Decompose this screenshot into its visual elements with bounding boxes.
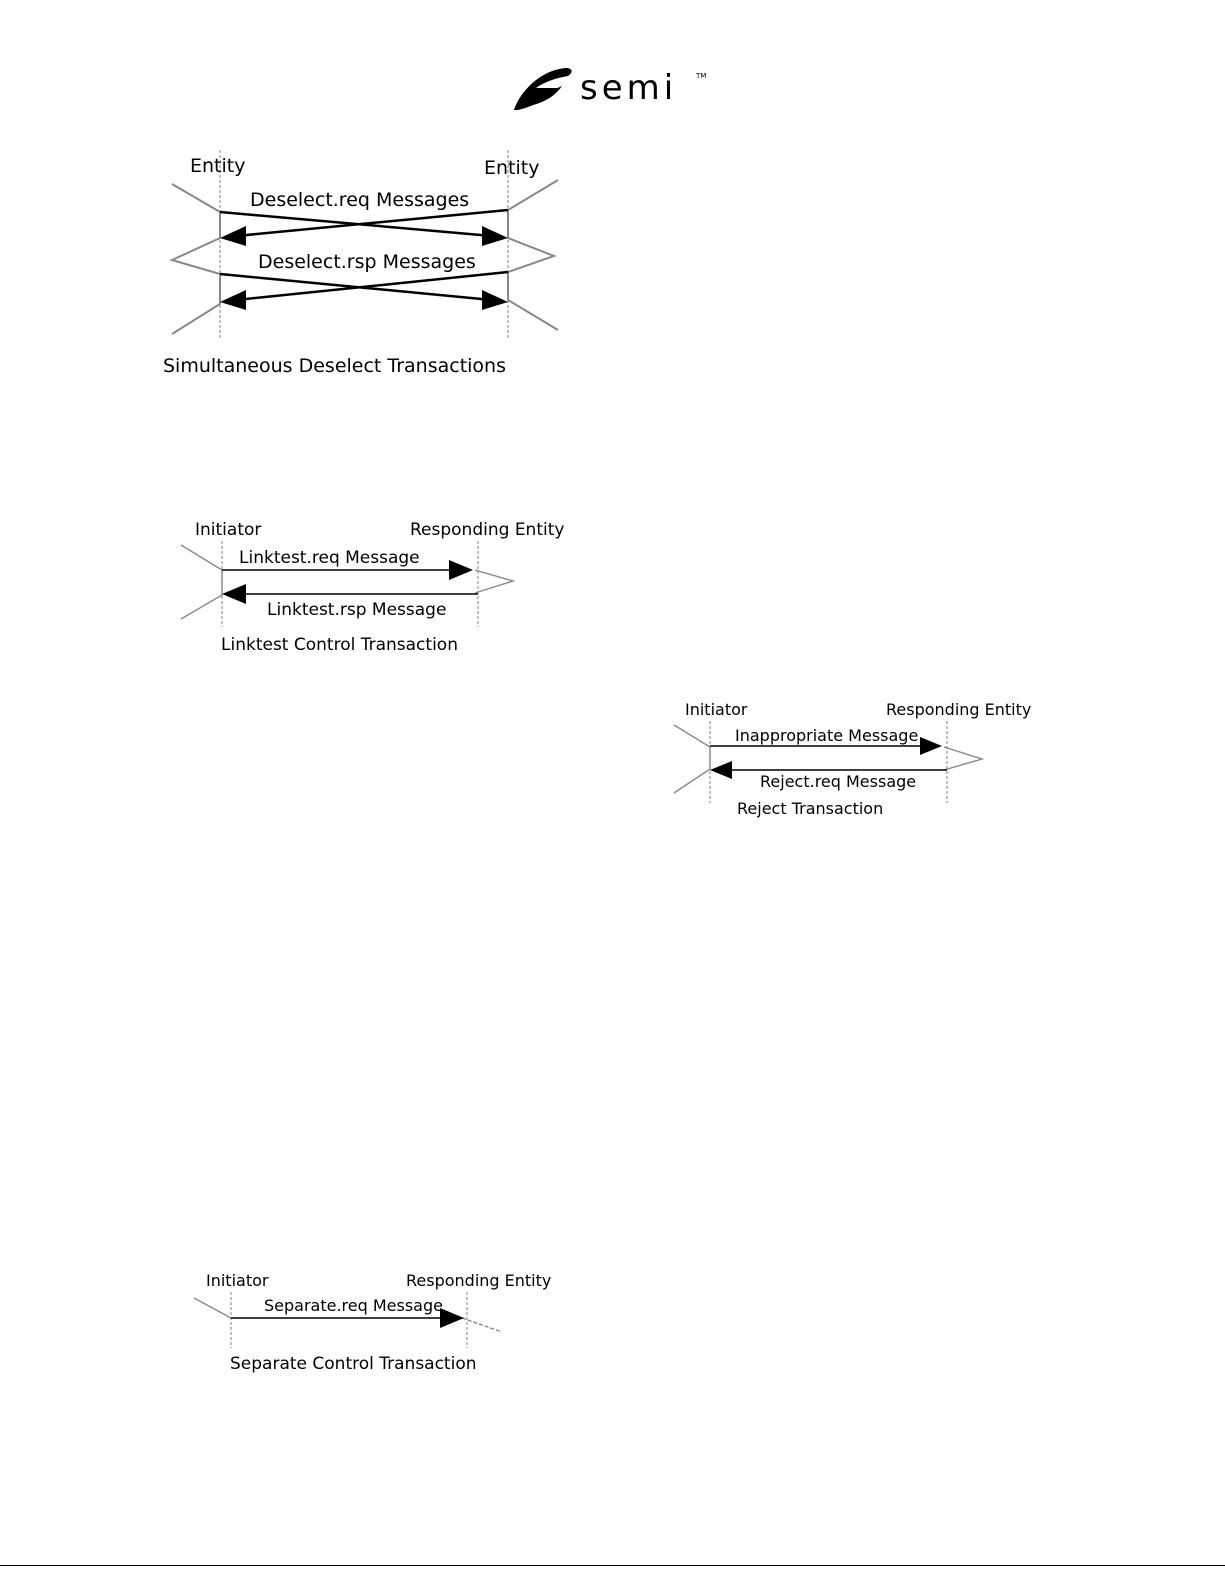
semi-logo: semi TM [510, 62, 710, 118]
deselect-diagram: Entity Entity Deselect.req Messages Dese… [160, 150, 580, 350]
reject-inappropriate-label: Inappropriate Message [735, 726, 918, 745]
logo-trademark: TM [696, 72, 707, 80]
separate-diagram: Initiator Responding Entity Separate.req… [190, 1268, 570, 1358]
deselect-left-entity-label: Entity [190, 155, 245, 177]
reject-caption: Reject Transaction [737, 799, 884, 818]
linktest-initiator-label: Initiator [195, 520, 261, 540]
reject-req-label: Reject.req Message [760, 772, 916, 791]
linktest-diagram-svg: Initiator Responding Entity Linktest.req… [180, 520, 564, 627]
reject-diagram-svg: Initiator Responding Entity Inappropriat… [673, 700, 1031, 803]
semi-swoosh-logo-icon [514, 68, 572, 110]
deselect-caption: Simultaneous Deselect Transactions [163, 355, 507, 377]
linktest-rsp-label: Linktest.rsp Message [267, 600, 446, 620]
deselect-diagram-svg: Entity Entity Deselect.req Messages Dese… [169, 150, 559, 338]
reject-responding-entity-label: Responding Entity [886, 700, 1031, 719]
separate-initiator-label: Initiator [206, 1271, 269, 1290]
deselect-req-label: Deselect.req Messages [250, 189, 469, 211]
linktest-responding-entity-label: Responding Entity [410, 520, 564, 540]
bottom-divider [0, 1565, 1225, 1566]
separate-caption: Separate Control Transaction [230, 1354, 477, 1374]
deselect-right-entity-label: Entity [484, 157, 539, 179]
linktest-diagram: Initiator Responding Entity Linktest.req… [175, 515, 575, 635]
separate-req-label: Separate.req Message [264, 1296, 443, 1315]
linktest-req-label: Linktest.req Message [239, 548, 420, 568]
reject-initiator-label: Initiator [685, 700, 748, 719]
separate-diagram-svg: Initiator Responding Entity Separate.req… [193, 1271, 551, 1348]
reject-diagram: Initiator Responding Entity Inappropriat… [668, 697, 1048, 807]
logo-wordmark: semi [580, 68, 678, 108]
deselect-rsp-label: Deselect.rsp Messages [258, 251, 476, 273]
separate-responding-entity-label: Responding Entity [406, 1271, 551, 1290]
linktest-caption: Linktest Control Transaction [221, 635, 458, 655]
